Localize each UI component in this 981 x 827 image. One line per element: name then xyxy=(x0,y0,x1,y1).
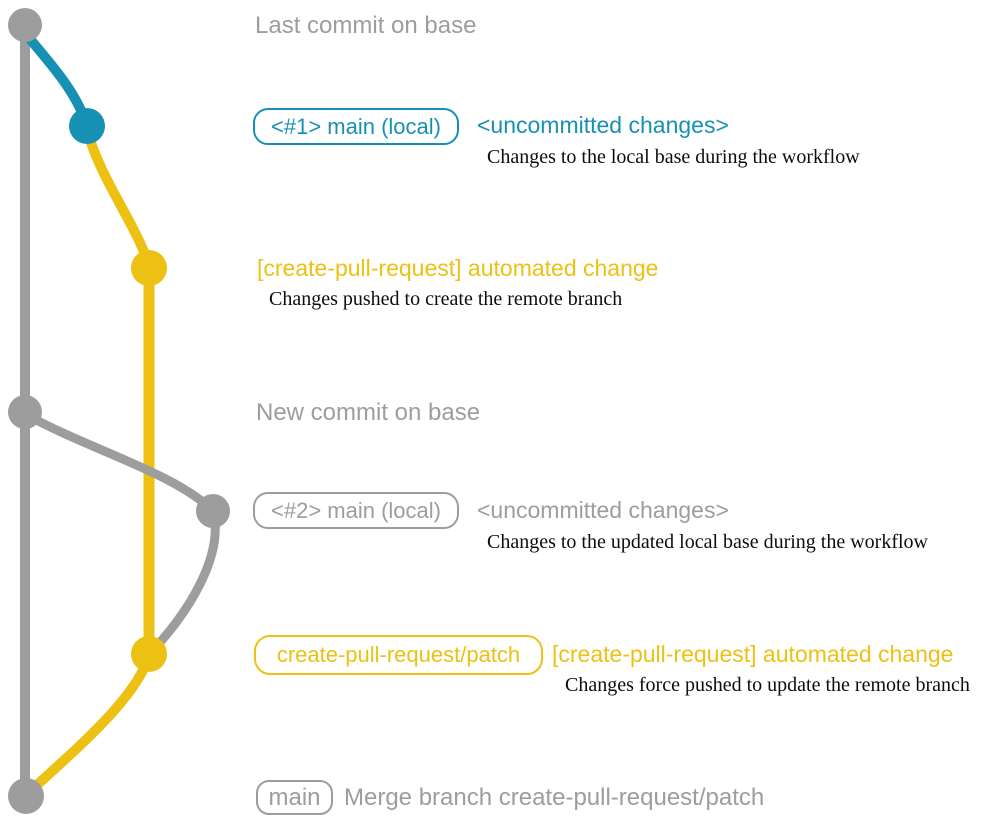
edge-local2-to-remote xyxy=(147,509,220,656)
badge-main-local-1: <#1> main (local) xyxy=(253,108,459,145)
badge-create-pull-request-patch: create-pull-request/patch xyxy=(254,635,543,675)
edge-local1-to-remote xyxy=(82,128,154,266)
description-automated-change-1: Changes pushed to create the remote bran… xyxy=(269,288,623,310)
message-automated-change-2: [create-pull-request] automated change xyxy=(552,641,954,667)
description-uncommitted-changes-1: Changes to the local base during the wor… xyxy=(487,146,860,168)
label-new-commit-on-base: New commit on base xyxy=(256,399,481,426)
description-automated-change-2: Changes force pushed to update the remot… xyxy=(565,674,970,696)
message-uncommitted-changes-2: <uncommitted changes> xyxy=(477,497,729,523)
edge-base-to-local2 xyxy=(22,410,217,515)
commit-dot-automated2 xyxy=(131,636,167,672)
commit-dot-local2 xyxy=(196,494,230,528)
label-last-commit-on-base: Last commit on base xyxy=(255,12,477,39)
description-uncommitted-changes-2: Changes to the updated local base during… xyxy=(487,531,928,553)
label-merge-commit: Merge branch create-pull-request/patch xyxy=(344,784,765,811)
message-uncommitted-changes-1: <uncommitted changes> xyxy=(477,112,729,138)
commit-dot-automated1 xyxy=(131,250,167,286)
message-automated-change-1: [create-pull-request] automated change xyxy=(257,255,659,281)
commit-dot-merge xyxy=(8,778,44,814)
commit-dot-new-base xyxy=(8,395,42,429)
commit-dot-last-base xyxy=(8,8,42,42)
badge-main: main xyxy=(256,780,333,815)
commit-dot-local1 xyxy=(69,108,105,144)
badge-main-local-2: <#2> main (local) xyxy=(253,492,459,529)
edge-remote-to-merge xyxy=(23,654,154,798)
